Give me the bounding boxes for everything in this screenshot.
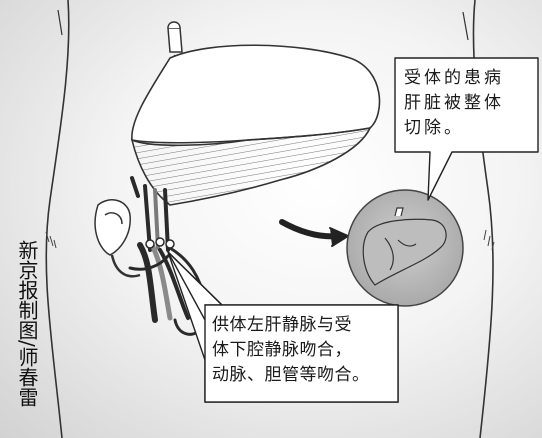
callout-bottom-line: 动脉、胆管等吻合。 bbox=[212, 365, 370, 385]
duodenum bbox=[94, 199, 141, 278]
callout-bottom-line: 供体左肝静脉与受 bbox=[212, 315, 352, 335]
torso-left-edge bbox=[45, 0, 70, 438]
callout-bottom-text: 供体左肝静脉与受 体下腔静脉吻合， 动脉、胆管等吻合。 bbox=[212, 313, 370, 388]
callout-top-bubble bbox=[394, 57, 539, 201]
image-credit: 新京报制图/师春雷 bbox=[15, 240, 39, 407]
curved-arrow-icon bbox=[279, 219, 351, 247]
torso-outline bbox=[45, 0, 494, 438]
side-hatch-marks bbox=[45, 229, 495, 251]
liver bbox=[130, 44, 381, 206]
callout-top-text: 受体的患病 肝脏被整体 切除。 bbox=[404, 66, 504, 141]
callout-top-line: 受体的患病 bbox=[404, 68, 504, 88]
callout-top-line: 切除。 bbox=[404, 118, 464, 138]
hepatic-vessels bbox=[128, 176, 207, 336]
callout-bottom-line: 体下腔静脉吻合， bbox=[212, 340, 352, 360]
callout-top-line: 肝脏被整体 bbox=[404, 93, 504, 113]
callout-bottom-bubble bbox=[167, 251, 399, 403]
removed-liver-circle bbox=[346, 189, 464, 307]
removed-liver bbox=[362, 207, 447, 286]
torso-right-edge bbox=[472, 0, 494, 438]
